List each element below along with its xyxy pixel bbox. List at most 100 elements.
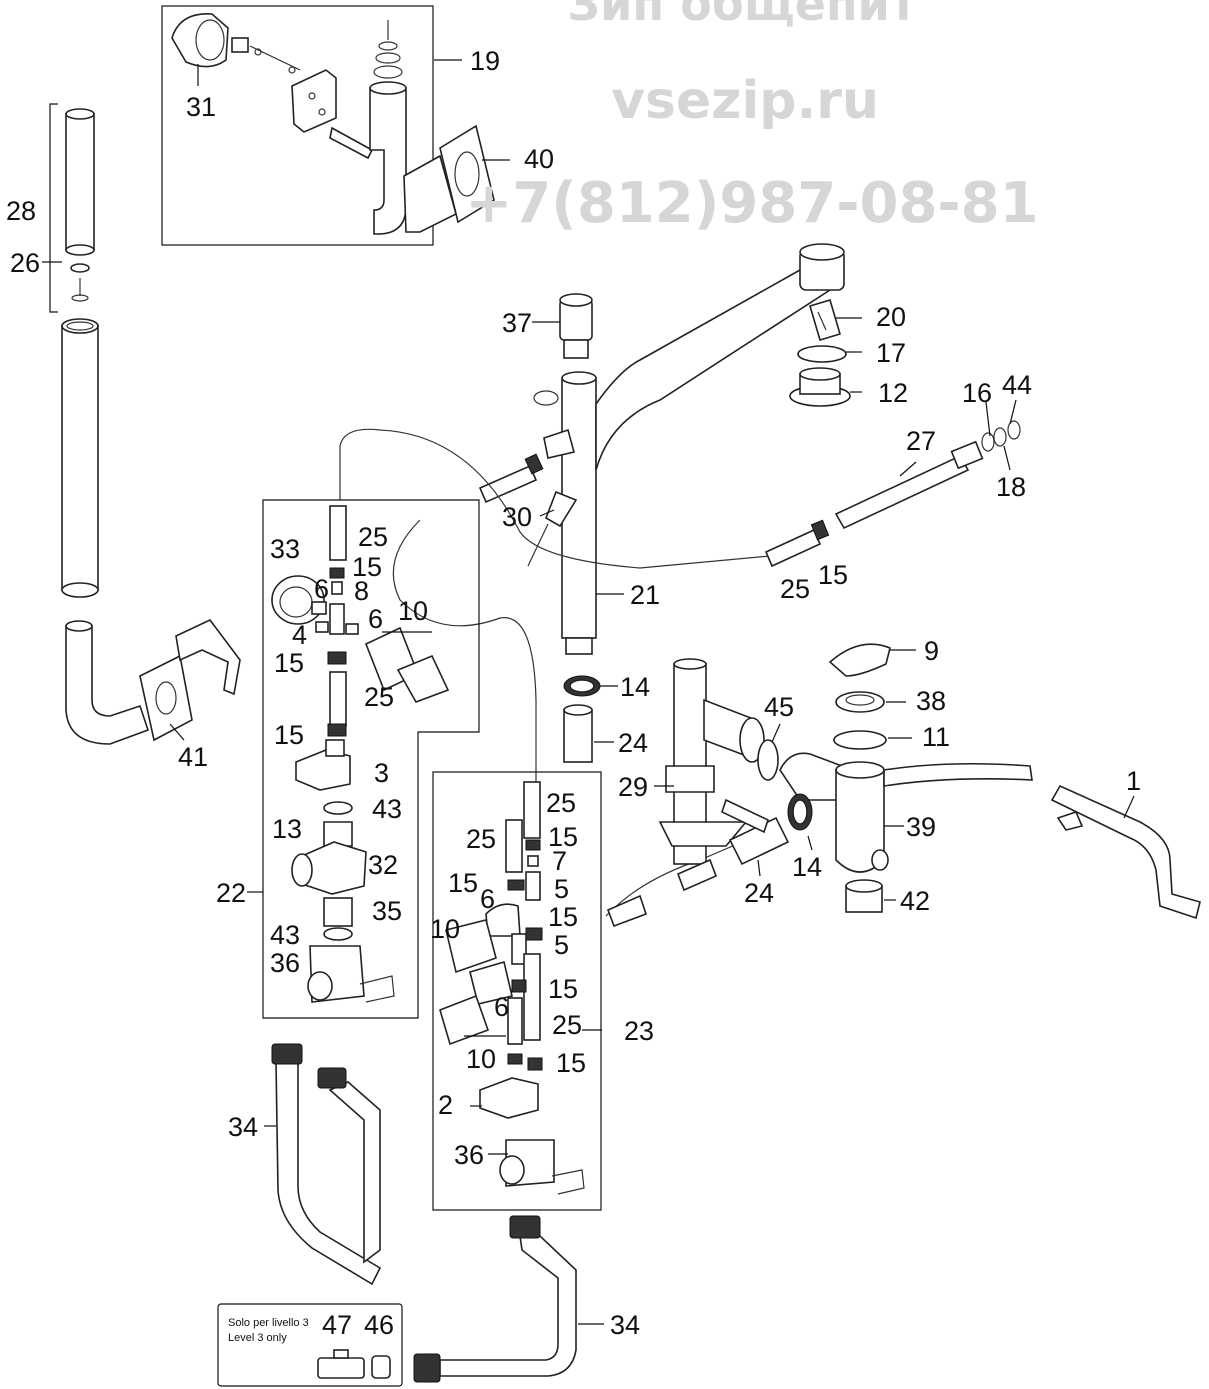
note-line-2: Level 3 only: [228, 1332, 287, 1344]
part-24-upper: [563, 704, 593, 763]
part-34-left: [271, 1043, 382, 1286]
part-42-drawing: [845, 879, 883, 913]
group-22-frame: [262, 499, 480, 1019]
part-38-drawing: [835, 691, 885, 713]
label-3: 3: [374, 758, 389, 788]
label-15-g22-a: 15: [352, 552, 382, 582]
label-29: 29: [618, 772, 648, 802]
part-20-drawing: [809, 299, 841, 341]
part-27-hose: [834, 420, 1021, 530]
part-26-drawing: [61, 318, 99, 598]
label-32: 32: [368, 850, 398, 880]
label-6-g23-b: 6: [494, 992, 509, 1022]
bracket-drawing: [291, 69, 374, 160]
label-22: 22: [216, 878, 246, 908]
label-18: 18: [996, 472, 1026, 502]
label-14-lower: 14: [792, 852, 822, 882]
label-15-g22-b: 15: [274, 648, 304, 678]
label-15-g23-a: 15: [548, 822, 578, 852]
label-10-g22: 10: [398, 596, 428, 626]
part-31-drawing: [171, 13, 301, 74]
label-5-b: 5: [554, 930, 569, 960]
label-25-right: 25: [780, 574, 810, 604]
label-11: 11: [922, 722, 950, 752]
part-30-drawing: [527, 490, 578, 567]
label-17: 17: [876, 338, 906, 368]
label-36-g22: 36: [270, 948, 300, 978]
label-36-g23: 36: [454, 1140, 484, 1170]
label-31: 31: [186, 92, 216, 122]
label-39: 39: [906, 812, 936, 842]
part-34-bottom: [413, 1215, 577, 1383]
label-38: 38: [916, 686, 946, 716]
part-29-drawing: [658, 658, 765, 865]
label-15-right: 15: [818, 560, 848, 590]
part-9-drawing: [828, 643, 891, 677]
clip-bracket: [606, 858, 718, 928]
label-8: 8: [354, 576, 369, 606]
part-41-drawing: [65, 618, 241, 745]
note-line-1: Solo per livello 3: [228, 1317, 309, 1329]
hose-25-right: [764, 519, 830, 568]
label-45: 45: [764, 692, 794, 722]
group-23-parts: [439, 781, 585, 1195]
label-25-g22-top: 25: [358, 522, 388, 552]
label-21: 21: [630, 580, 660, 610]
label-35: 35: [372, 896, 402, 926]
label-20: 20: [876, 302, 906, 332]
watermark-site: vsezip.ru: [611, 71, 879, 131]
label-26: 26: [10, 248, 40, 278]
label-30: 30: [502, 502, 532, 532]
part-17-ring: [797, 345, 847, 363]
part-24-lower: [721, 798, 790, 866]
label-43-a: 43: [372, 794, 402, 824]
note-box-frame: [217, 1303, 403, 1387]
label-15-g23-e: 15: [556, 1048, 586, 1078]
hose-25-upper: [478, 453, 544, 504]
label-10-g23-b: 10: [466, 1044, 496, 1074]
label-40: 40: [524, 144, 554, 174]
label-25-g23-a: 25: [546, 788, 576, 818]
label-47: 47: [322, 1310, 352, 1340]
label-24-lower: 24: [744, 878, 774, 908]
label-6-g22-b: 6: [368, 604, 383, 634]
part-11-ring: [833, 730, 887, 750]
label-25-g22-mid: 25: [364, 682, 394, 712]
label-33: 33: [270, 534, 300, 564]
label-2: 2: [438, 1090, 453, 1120]
label-1: 1: [1126, 766, 1141, 796]
label-15-g23-d: 15: [548, 974, 578, 1004]
bracket-28: [49, 103, 58, 313]
part-21-drawing: [533, 243, 845, 655]
group-23-frame: [432, 771, 602, 1211]
part-46-drawing: [371, 1355, 391, 1379]
label-15-g23-c: 15: [548, 902, 578, 932]
label-46: 46: [364, 1310, 394, 1340]
label-28: 28: [6, 196, 36, 226]
label-6-g23-a: 6: [480, 884, 495, 914]
wire-lower: [392, 519, 537, 790]
label-15-g23-b: 15: [448, 868, 478, 898]
part-1-drawing: [1050, 784, 1201, 920]
part-45-ring: [757, 739, 779, 781]
part-19-drawing: [369, 20, 457, 235]
label-6-g22-a: 6: [314, 574, 329, 604]
group-19-frame: [161, 5, 434, 246]
part-14-lower: [787, 793, 813, 831]
label-25-g23-c: 25: [552, 1010, 582, 1040]
label-27: 27: [906, 426, 936, 456]
label-25-g23-b: 25: [466, 824, 496, 854]
label-15-g22-c: 15: [274, 720, 304, 750]
label-10-g23-a: 10: [430, 914, 460, 944]
label-13: 13: [272, 814, 302, 844]
part-14-upper: [563, 675, 601, 697]
label-37: 37: [502, 308, 532, 338]
label-9: 9: [924, 636, 939, 666]
part-47-drawing: [317, 1349, 365, 1379]
part-28-drawing: [65, 108, 95, 302]
label-34-left: 34: [228, 1112, 258, 1142]
label-19: 19: [470, 46, 500, 76]
leader-lines: [42, 59, 1135, 1325]
part-37-drawing: [559, 293, 593, 359]
